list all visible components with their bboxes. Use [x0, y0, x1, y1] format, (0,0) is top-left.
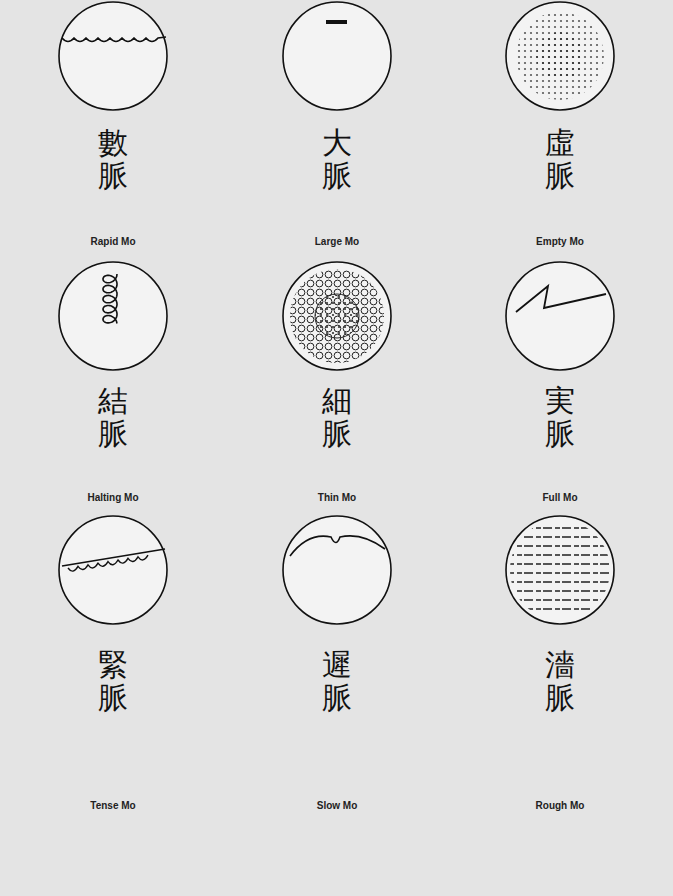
pulse-name-chinese: 大脈 — [322, 126, 352, 192]
thin-core — [315, 294, 359, 338]
large-dash — [326, 20, 347, 24]
pulse-circles — [59, 2, 614, 624]
pulse-name-english: Rough Mo — [536, 800, 585, 811]
pulse-name-english: Thin Mo — [318, 492, 356, 503]
tense-scallops — [68, 555, 148, 571]
pulse-name-english: Large Mo — [315, 236, 359, 247]
pulse-name-chinese: 実脈 — [545, 384, 575, 450]
pulse-name-english: Empty Mo — [536, 236, 584, 247]
rough-lines — [505, 528, 615, 609]
empty-dots — [516, 12, 604, 100]
pulse-name-english: Full Mo — [543, 492, 578, 503]
rapid-wave — [62, 37, 166, 42]
pulse-name-chinese: 遲脈 — [322, 648, 352, 714]
pulse-name-chinese: 數脈 — [98, 126, 128, 192]
pulse-name-chinese: 細脈 — [322, 384, 352, 450]
halting-coil — [103, 274, 117, 324]
pulse-name-chinese: 緊脈 — [98, 648, 128, 714]
full-zigzag — [516, 286, 606, 312]
pulse-name-english: Rapid Mo — [91, 236, 136, 247]
pulse-name-chinese: 結脈 — [98, 384, 128, 450]
empty-core — [536, 32, 584, 80]
pulse-name-chinese: 濇脈 — [545, 648, 575, 714]
tense-line — [62, 549, 165, 566]
pulse-name-english: Slow Mo — [317, 800, 358, 811]
pulse-name-english: Tense Mo — [90, 800, 135, 811]
slow-arc — [290, 536, 385, 556]
pulse-name-english: Halting Mo — [87, 492, 138, 503]
pulse-name-chinese: 虛脈 — [545, 126, 575, 192]
thin-rings — [290, 269, 384, 363]
